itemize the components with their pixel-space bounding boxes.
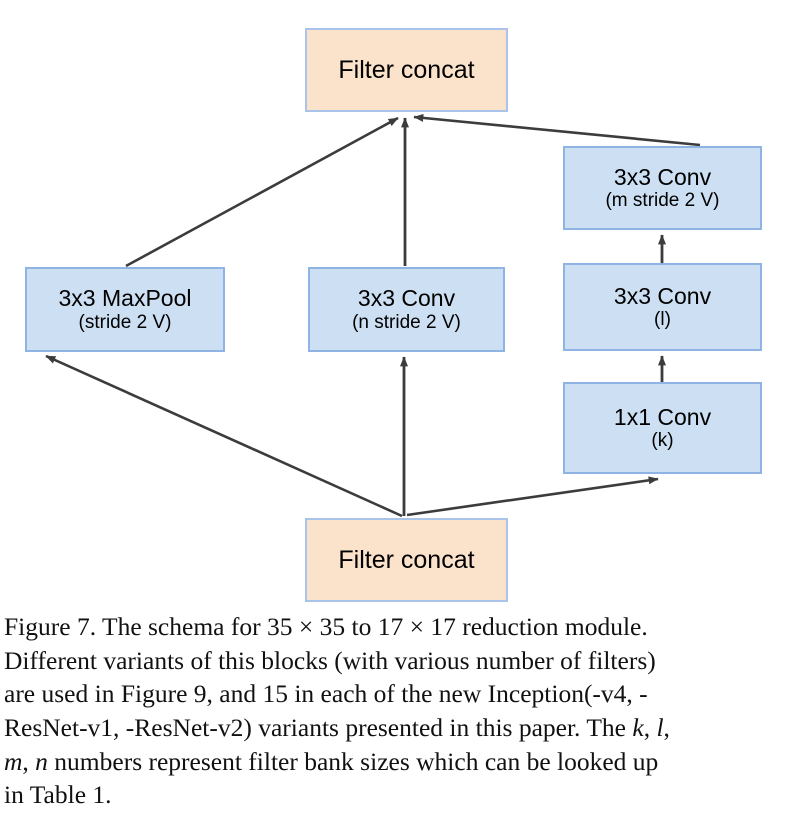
arrow-layer (45, 113, 701, 518)
node-label-line2: (stride 2 V) (78, 311, 172, 333)
caption-text: numbers represent filter bank sizes whic… (47, 746, 659, 776)
node-label-line2: (m stride 2 V) (605, 190, 720, 212)
caption-line-3: are used in Figure 9, and 15 in each of … (4, 679, 648, 709)
caption-text: Figure 7. The schema for (4, 612, 267, 641)
node-label-line2: (k) (651, 430, 674, 452)
node-label-line1: Filter concat (338, 545, 475, 574)
node-label-line1: 3x3 Conv (613, 163, 712, 190)
caption-line-1: Figure 7. The schema for 35 × 35 to 17 ×… (4, 610, 789, 644)
caption-var-l: l (656, 712, 664, 742)
caption-text: , (643, 712, 657, 742)
node-conv-3x3-n-stride2[interactable]: 3x3 Conv (n stride 2 V) (308, 267, 505, 352)
edge-bottomconcat-to-maxpool (45, 354, 403, 518)
inception-reduction-diagram: Filter concat 3x3 Conv (m stride 2 V) 3x… (25, 28, 762, 602)
caption-text: , (22, 746, 36, 776)
node-conv-1x1-k[interactable]: 1x1 Conv (k) (563, 382, 762, 474)
caption-text: ResNet-v1, -ResNet-v2) variants presente… (4, 712, 633, 742)
caption-line-2: Different variants of this blocks (with … (4, 645, 656, 675)
caption-line-5: m, n numbers represent filter bank sizes… (4, 745, 789, 779)
caption-dim-2: 17 × 17 (377, 612, 456, 641)
node-label-line2: (l) (654, 309, 671, 331)
edge-bottomconcat-to-conv-k (406, 476, 659, 517)
figure-caption: Figure 7. The schema for 35 × 35 to 17 ×… (4, 610, 789, 812)
caption-text: , (663, 712, 670, 742)
node-conv-3x3-l[interactable]: 3x3 Conv (l) (563, 263, 762, 351)
node-conv-3x3-m-stride2[interactable]: 3x3 Conv (m stride 2 V) (563, 146, 762, 230)
caption-line-4: ResNet-v1, -ResNet-v2) variants presente… (4, 711, 789, 745)
edge-conv-m-to-topconcat (413, 113, 701, 147)
node-label-line1: 3x3 Conv (357, 285, 456, 312)
edge-maxpool-to-topconcat (125, 116, 399, 268)
node-label-line2: (n stride 2 V) (352, 311, 461, 333)
caption-text: reduction module. (455, 612, 648, 641)
node-label-line1: 1x1 Conv (613, 403, 712, 430)
caption-line-6: in Table 1. (4, 780, 112, 810)
caption-var-k: k (632, 712, 644, 742)
node-bottom-filter-concat[interactable]: Filter concat (305, 518, 508, 602)
caption-var-n: n (35, 746, 48, 776)
caption-var-m: m (4, 746, 23, 776)
node-top-filter-concat[interactable]: Filter concat (305, 28, 508, 112)
node-label-line1: 3x3 MaxPool (58, 285, 192, 312)
node-maxpool-3x3-stride2[interactable]: 3x3 MaxPool (stride 2 V) (25, 267, 225, 352)
node-label-line1: Filter concat (338, 55, 475, 84)
node-label-line1: 3x3 Conv (613, 282, 712, 309)
caption-text: to (345, 612, 378, 641)
caption-dim-1: 35 × 35 (266, 612, 346, 641)
